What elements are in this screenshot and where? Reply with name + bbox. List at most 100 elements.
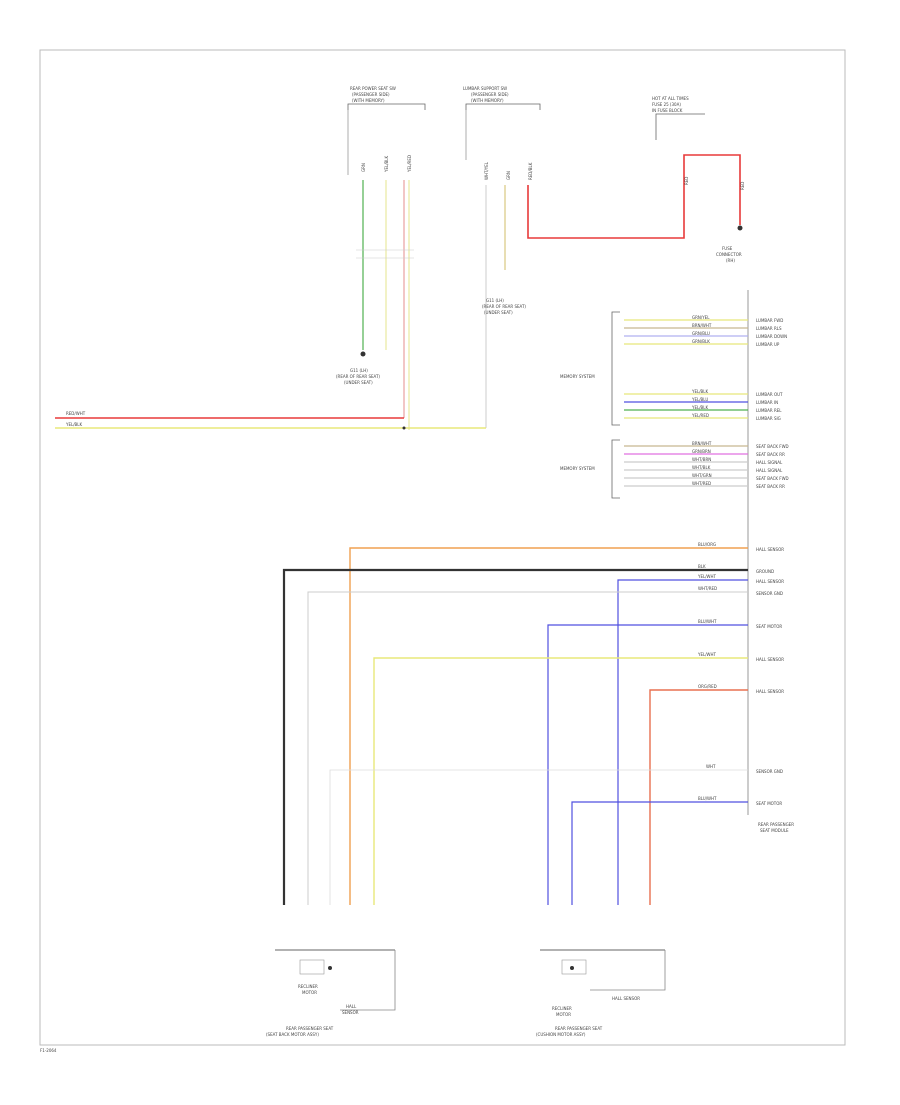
group1-wires: GRN/YEL BRN/WHT GRN/BLU GRN/BLK YEL/BLK … <box>624 315 787 421</box>
top-mid-pin3: RED/BLK <box>528 162 533 180</box>
top-left-pin3: YEL/RED <box>407 155 412 173</box>
svg-text:HALL SIGNAL: HALL SIGNAL <box>756 468 783 473</box>
svg-text:YEL/RED: YEL/RED <box>691 413 709 418</box>
svg-text:LUMBAR IN: LUMBAR IN <box>756 400 778 405</box>
svg-text:LUMBAR REL: LUMBAR REL <box>756 408 782 413</box>
svg-text:SENSOR: SENSOR <box>342 1010 359 1015</box>
top-left-ground1: G11 (LH) <box>350 368 368 373</box>
svg-text:WHT/BRN: WHT/BRN <box>692 457 711 462</box>
svg-text:HALL SIGNAL: HALL SIGNAL <box>756 460 783 465</box>
svg-text:RECLINER: RECLINER <box>298 984 318 989</box>
memory-module: MEMORY SYSTEM MEMORY SYSTEM GRN/YEL BRN/… <box>282 290 794 905</box>
top-middle-connector: LUMBAR SUPPORT SW (PASSENGER SIDE) (WITH… <box>463 86 741 428</box>
svg-text:HALL SENSOR: HALL SENSOR <box>756 689 784 694</box>
top-left-title2: (PASSENGER SIDE) <box>352 92 390 97</box>
fuse-title2: FUSE 25 (30A) <box>652 102 681 107</box>
svg-text:LUMBAR FWD: LUMBAR FWD <box>756 318 783 323</box>
top-mid-pin2: GRN <box>506 171 511 180</box>
top-left-pin1: GRN <box>361 163 366 172</box>
svg-text:YEL/BLK: YEL/BLK <box>691 389 709 394</box>
svg-text:REAR PASSENGER SEAT: REAR PASSENGER SEAT <box>286 1026 334 1031</box>
left-yellow-label: YEL/BLK <box>65 422 83 427</box>
svg-text:BRN/WHT: BRN/WHT <box>692 441 712 446</box>
svg-text:HALL SENSOR: HALL SENSOR <box>612 996 640 1001</box>
svg-text:SEAT BACK RR: SEAT BACK RR <box>756 484 785 489</box>
top-mid-title3: (WITH MEMORY) <box>471 98 504 103</box>
top-mid-ground3: (UNDER SEAT) <box>484 310 513 315</box>
svg-text:HALL SENSOR: HALL SENSOR <box>756 657 784 662</box>
svg-text:LUMBAR UP: LUMBAR UP <box>756 342 780 347</box>
svg-text:WHT/BLK: WHT/BLK <box>692 465 711 470</box>
svg-text:MOTOR: MOTOR <box>556 1012 571 1017</box>
svg-text:GRN/BRN: GRN/BRN <box>692 449 711 454</box>
svg-text:SEAT BACK RR: SEAT BACK RR <box>756 452 785 457</box>
svg-text:BLU/WHT: BLU/WHT <box>698 619 717 624</box>
left-red-label: RED/WHT <box>66 411 86 416</box>
footer-code: F1-2064 <box>40 1048 57 1053</box>
svg-text:BRN/WHT: BRN/WHT <box>692 323 712 328</box>
svg-text:HALL: HALL <box>346 1004 357 1009</box>
top-left-title3: (WITH MEMORY) <box>352 98 385 103</box>
svg-text:SEAT BACK FWD: SEAT BACK FWD <box>756 476 789 481</box>
svg-text:YEL/WHT: YEL/WHT <box>697 574 717 579</box>
module-title1: REAR PASSENGER <box>758 822 794 827</box>
svg-text:SEAT MOTOR: SEAT MOTOR <box>756 801 782 806</box>
fuse-title1: HOT AT ALL TIMES <box>652 96 689 101</box>
svg-text:RECLINER: RECLINER <box>552 1006 572 1011</box>
module-title2: SEAT MODULE <box>760 828 789 833</box>
top-mid-title2: (PASSENGER SIDE) <box>471 92 509 97</box>
svg-text:GROUND: GROUND <box>756 569 774 574</box>
top-mid-ground2: (REAR OF REAR SEAT) <box>482 304 526 309</box>
group1-label: MEMORY SYSTEM <box>560 374 595 379</box>
svg-text:YEL/WHT: YEL/WHT <box>697 652 717 657</box>
top-left-ground3: (UNDER SEAT) <box>344 380 373 385</box>
svg-text:BLK: BLK <box>698 564 706 569</box>
svg-text:YEL/BLK: YEL/BLK <box>691 405 709 410</box>
fuse-pin1: RED <box>684 177 689 185</box>
svg-text:SEAT MOTOR: SEAT MOTOR <box>756 624 782 629</box>
svg-text:HALL SENSOR: HALL SENSOR <box>756 547 784 552</box>
bottom-left-component: RECLINER MOTOR HALL SENSOR REAR PASSENGE… <box>266 949 396 1037</box>
svg-text:REAR PASSENGER SEAT: REAR PASSENGER SEAT <box>555 1026 603 1031</box>
svg-text:(CUSHION MOTOR ASSY): (CUSHION MOTOR ASSY) <box>536 1032 586 1037</box>
top-mid-title1: LUMBAR SUPPORT SW <box>463 86 507 91</box>
svg-text:GRN/BLU: GRN/BLU <box>692 331 710 336</box>
top-left-ground2: (REAR OF REAR SEAT) <box>336 374 380 379</box>
top-left-pin2: YEL/BLK <box>384 155 389 173</box>
fuse-conn1: FUSE <box>722 246 733 251</box>
svg-text:YEL/BLU: YEL/BLU <box>691 397 708 402</box>
svg-text:LUMBAR RLS: LUMBAR RLS <box>756 326 782 331</box>
svg-text:HALL SENSOR: HALL SENSOR <box>756 579 784 584</box>
svg-text:BLU/ORG: BLU/ORG <box>698 542 716 547</box>
bottom-right-component: RECLINER MOTOR HALL SENSOR REAR PASSENGE… <box>536 949 666 1037</box>
svg-text:LUMBAR SIG: LUMBAR SIG <box>756 416 781 421</box>
svg-text:LUMBAR DOWN: LUMBAR DOWN <box>756 334 787 339</box>
group2-label: MEMORY SYSTEM <box>560 466 595 471</box>
svg-text:SENSOR GND: SENSOR GND <box>756 769 783 774</box>
top-mid-pin1: WHT/YEL <box>484 161 489 180</box>
group2-wires: BRN/WHT GRN/BRN WHT/BRN WHT/BLK WHT/GRN … <box>624 441 789 489</box>
top-left-connector: REAR POWER SEAT SW (PASSENGER SIDE) (WIT… <box>336 86 426 430</box>
svg-text:BLU/WHT: BLU/WHT <box>698 796 717 801</box>
fuse-conn3: (RH) <box>726 258 735 263</box>
svg-text:ORG/RED: ORG/RED <box>698 684 717 689</box>
top-mid-ground1: G11 (LH) <box>486 298 504 303</box>
left-wires: RED/WHT YEL/BLK <box>55 411 486 430</box>
svg-text:WHT: WHT <box>706 764 716 769</box>
svg-text:LUMBAR OUT: LUMBAR OUT <box>756 392 783 397</box>
fuse-title3: IN FUSE BLOCK <box>652 108 683 113</box>
svg-text:GRN/YEL: GRN/YEL <box>692 315 710 320</box>
top-right-fuse: HOT AT ALL TIMES FUSE 25 (30A) IN FUSE B… <box>652 96 745 263</box>
svg-text:GRN/BLK: GRN/BLK <box>692 339 710 344</box>
svg-text:WHT/GRN: WHT/GRN <box>692 473 712 478</box>
svg-text:(SEAT BACK MOTOR ASSY): (SEAT BACK MOTOR ASSY) <box>266 1032 319 1037</box>
diagram-frame <box>39 49 846 1046</box>
lower-wires: BLU/ORG BLK YEL/WHT WHT/RED BLU/WHT YEL/… <box>282 542 784 905</box>
svg-text:SEAT BACK FWD: SEAT BACK FWD <box>756 444 789 449</box>
top-left-title1: REAR POWER SEAT SW <box>350 86 396 91</box>
fuse-conn2: CONNECTOR <box>716 252 742 257</box>
svg-text:WHT/RED: WHT/RED <box>692 481 711 486</box>
svg-text:SENSOR GND: SENSOR GND <box>756 591 783 596</box>
